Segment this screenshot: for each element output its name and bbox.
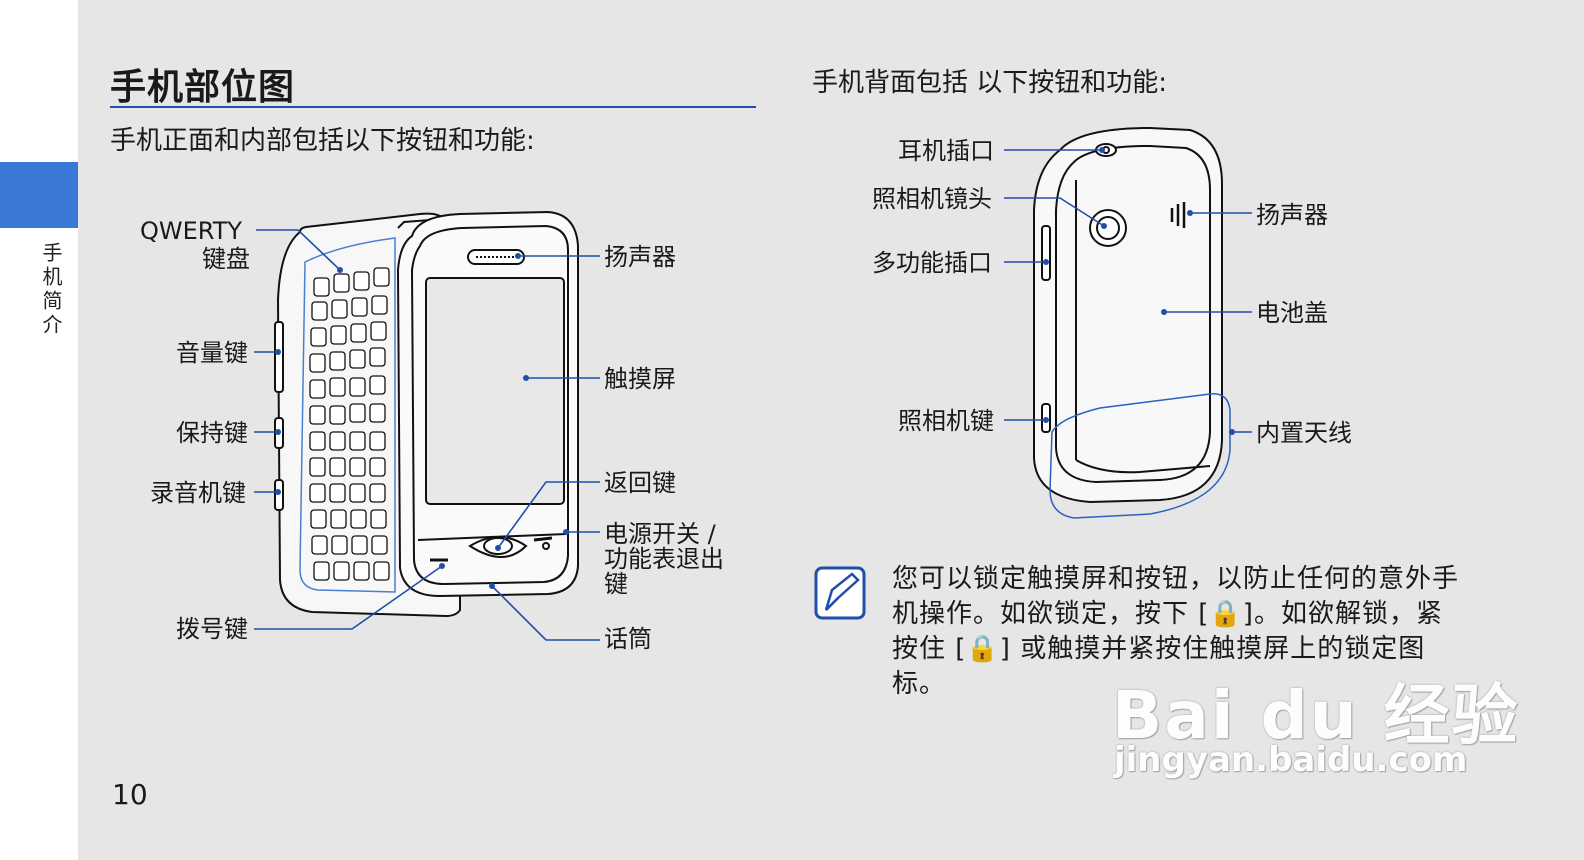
- page-title: 手机部位图: [110, 67, 296, 108]
- label-antenna: 内置天线: [1256, 419, 1352, 447]
- front-leader-dots: [275, 253, 569, 589]
- note-text-part3: ] 或触摸并紧按住触摸屏上的锁定图标。: [892, 634, 1426, 699]
- back-leader-lines: [1004, 149, 1252, 433]
- watermark-url: jingyan.baidu.com: [1114, 740, 1468, 780]
- label-front-speaker: 扬声器: [604, 243, 676, 271]
- label-qwerty-line1: QWERTY: [140, 217, 243, 245]
- label-touchscreen: 触摸屏: [604, 365, 676, 393]
- label-camera-lens: 照相机镜头: [872, 185, 992, 213]
- lock-note: 您可以锁定触摸屏和按钮，以防止任何的意外手机操作。如欲锁定，按下 [🔒]。如欲解…: [892, 562, 1462, 702]
- label-back-speaker: 扬声器: [1256, 201, 1328, 229]
- label-battery-cover: 电池盖: [1256, 299, 1328, 327]
- label-qwerty-line2: 键盘: [202, 245, 250, 273]
- label-power-key: 电源开关 / 功能表退出键: [604, 520, 724, 598]
- lock-icon: 🔒: [1209, 599, 1243, 629]
- back-phone-illustration: [1033, 126, 1223, 504]
- label-volume-key: 音量键: [176, 339, 248, 367]
- label-hold-key: 保持键: [176, 419, 248, 447]
- front-leader-lines: [254, 229, 600, 641]
- label-mic: 话筒: [604, 625, 652, 653]
- lock-icon: 🔒: [966, 634, 1000, 664]
- antenna-outline: [1049, 393, 1231, 519]
- qwerty-keys: [309, 267, 390, 581]
- label-dial-key: 拨号键: [176, 615, 248, 643]
- front-intro: 手机正面和内部包括以下按钮和功能:: [110, 126, 535, 156]
- label-recorder-key: 录音机键: [150, 479, 246, 507]
- page-number: 10: [112, 778, 148, 811]
- label-camera-key: 照相机键: [898, 407, 994, 435]
- label-headset-jack: 耳机插口: [898, 137, 994, 165]
- back-intro: 手机背面包括 以下按钮和功能:: [812, 68, 1168, 98]
- label-multifunction-jack: 多功能插口: [872, 249, 992, 277]
- note-text-part1: 您可以锁定触摸屏和按钮，以防止任何的意外手机操作。如欲锁定，按下 [: [892, 564, 1460, 629]
- label-back-key: 返回键: [604, 469, 676, 497]
- section-label: 手机简介: [39, 242, 63, 338]
- title-underline: [110, 106, 756, 108]
- note-text-part2: ]。如欲解锁，紧按住 [: [892, 599, 1443, 664]
- section-tab[interactable]: [0, 162, 78, 228]
- note-pencil-icon: [814, 566, 866, 620]
- watermark-logo: Bai du 经验: [1112, 677, 1520, 754]
- back-leader-dots: [1043, 147, 1235, 435]
